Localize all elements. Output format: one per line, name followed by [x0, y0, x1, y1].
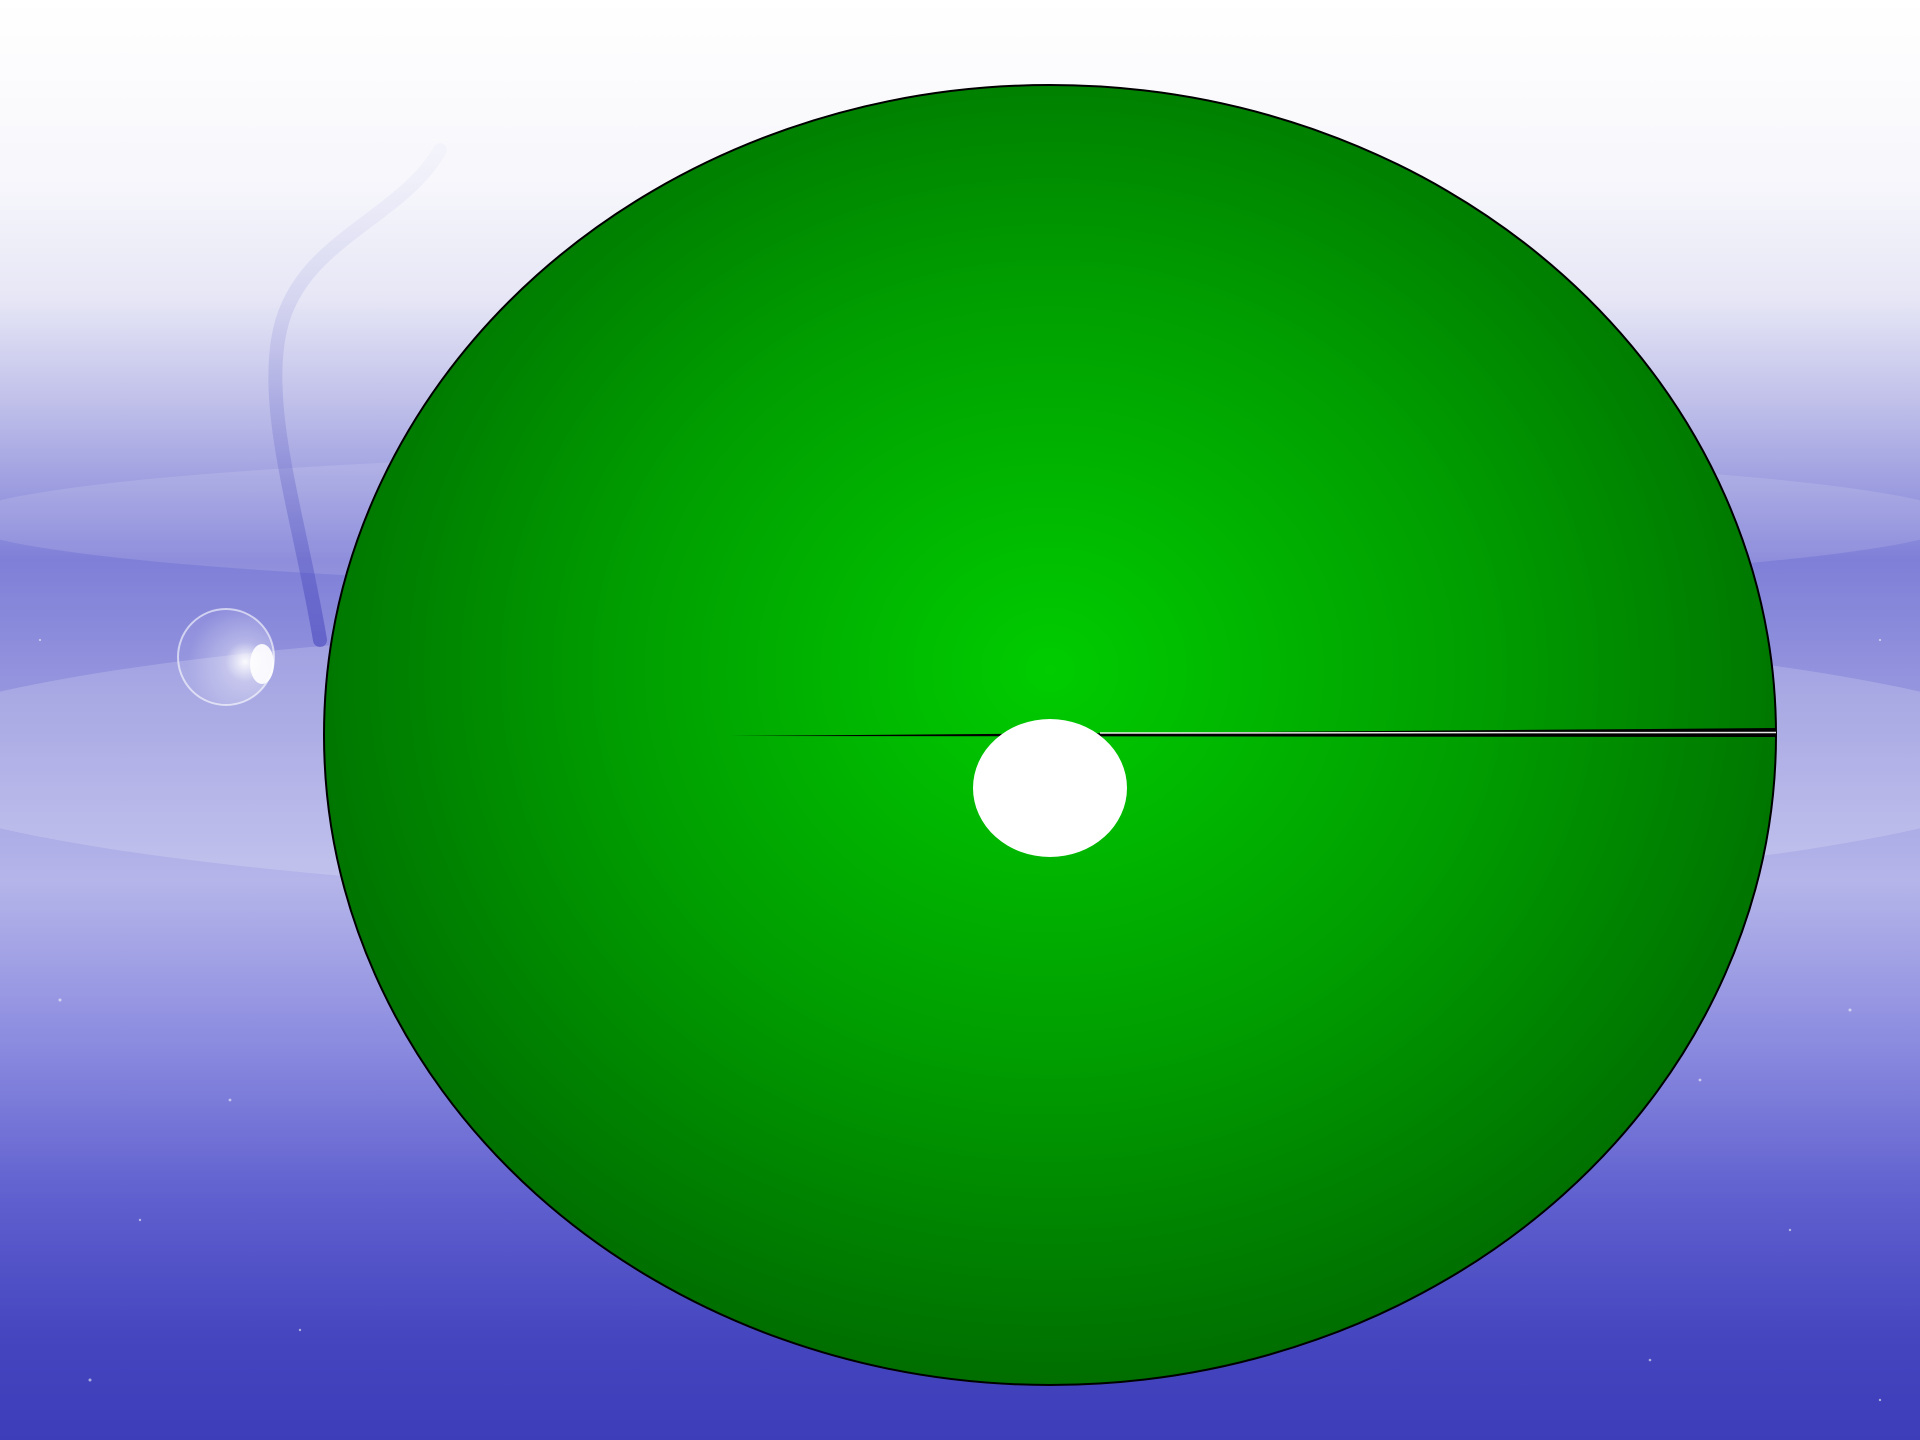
center-hole [973, 719, 1127, 857]
disc-split-highlight [1100, 733, 1776, 734]
bubble-orb [178, 609, 274, 705]
